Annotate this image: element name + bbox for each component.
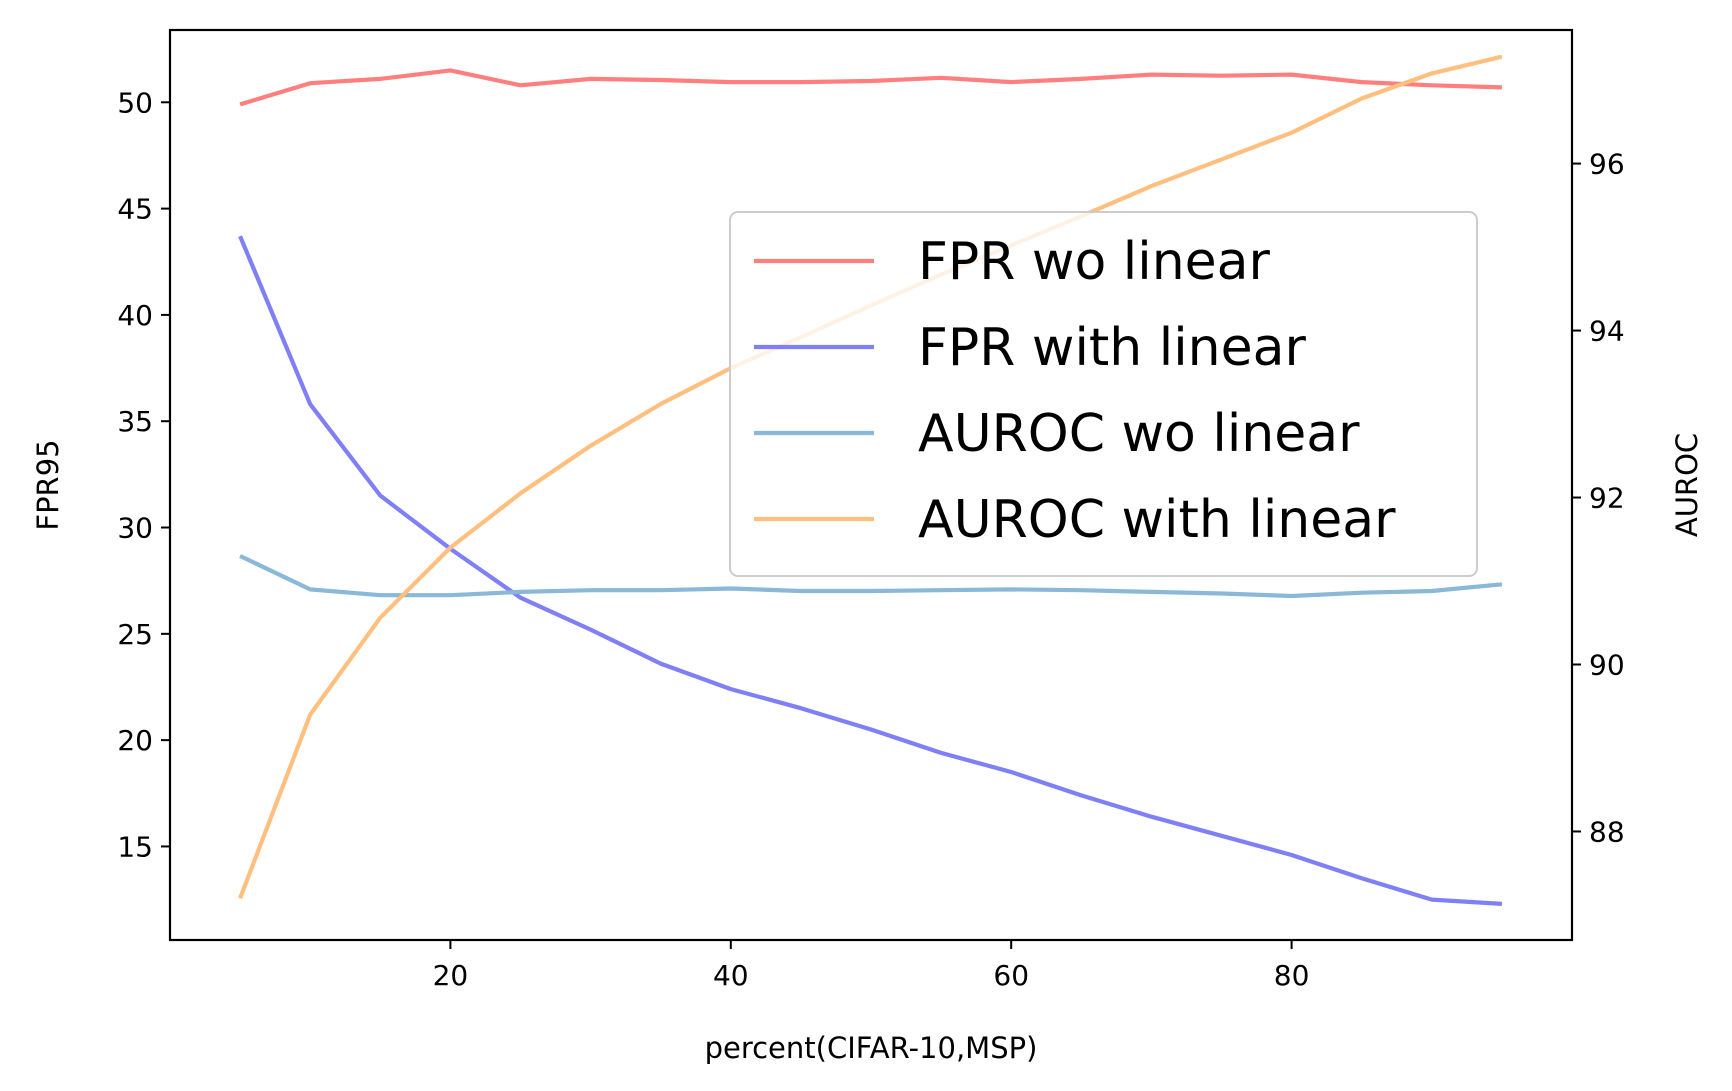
y-tick-label-left: 25 — [117, 618, 153, 651]
x-tick-label: 20 — [433, 959, 469, 992]
legend-box — [729, 211, 1478, 577]
y-tick-label-left: 35 — [117, 405, 153, 438]
y-tick-label-left: 30 — [117, 512, 153, 545]
y-axis-label-right: AUROC — [1670, 433, 1704, 537]
y-tick-label-left: 15 — [117, 830, 153, 863]
y-tick-label-left: 50 — [117, 86, 153, 119]
y-axis-label-left: FPR95 — [31, 439, 65, 530]
x-tick-label: 60 — [993, 959, 1029, 992]
x-tick-label: 40 — [713, 959, 749, 992]
series-line-auroc-wo-linear — [239, 554, 1503, 599]
y-tick-label-right: 94 — [1589, 315, 1625, 348]
legend-label-fpr-wo-linear: FPR wo linear — [918, 232, 1271, 292]
plot-frame — [168, 28, 1574, 942]
series-line-fpr-wo-linear — [239, 68, 1502, 107]
y-tick-label-right: 92 — [1589, 482, 1625, 515]
y-tick-label-right: 88 — [1589, 815, 1625, 848]
y-tick-label-right: 90 — [1589, 648, 1625, 681]
x-tick-label: 80 — [1274, 959, 1310, 992]
x-axis-label: percent(CIFAR-10,MSP) — [705, 1031, 1038, 1065]
legend-label-auroc-with-linear: AUROC with linear — [918, 490, 1396, 550]
legend-label-fpr-with-linear: FPR with linear — [918, 318, 1306, 378]
y-tick-label-left: 20 — [117, 724, 153, 757]
y-tick-label-left: 45 — [117, 193, 153, 226]
ticks-layer: 20 40 60 80 15 20 25 30 35 40 45 50 88 90 92 94 96 — [117, 86, 1624, 992]
y-tick-label-right: 96 — [1589, 148, 1625, 181]
y-tick-label-left: 40 — [117, 299, 153, 332]
legend-label-auroc-wo-linear: AUROC wo linear — [918, 404, 1360, 464]
